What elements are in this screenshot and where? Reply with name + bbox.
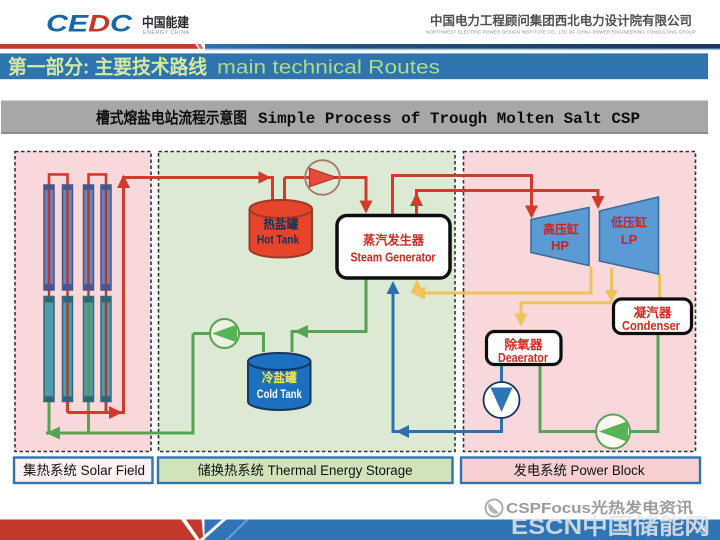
svg-text:LP: LP	[621, 232, 638, 247]
svg-text:热盐罐: 热盐罐	[263, 217, 298, 232]
svg-text:3: 3	[700, 524, 706, 536]
svg-text:CSPFocus光热发电资讯: CSPFocus光热发电资讯	[506, 499, 694, 517]
svg-text:Steam Generator: Steam Generator	[351, 251, 436, 265]
svg-text:Deaerator: Deaerator	[498, 351, 548, 365]
svg-text:HP: HP	[551, 238, 569, 253]
svg-text:Condenser: Condenser	[622, 319, 680, 333]
svg-text:集热系统 Solar Field: 集热系统 Solar Field	[23, 463, 145, 478]
svg-text:ESCN中国储能网: ESCN中国储能网	[511, 514, 710, 539]
svg-text:Cold Tank: Cold Tank	[257, 389, 302, 401]
svg-text:中国电力工程顾问集团西北电力设计院有限公司: 中国电力工程顾问集团西北电力设计院有限公司	[430, 13, 692, 28]
svg-text:Hot Tank: Hot Tank	[257, 235, 300, 247]
svg-text:低压缸: 低压缸	[610, 215, 647, 230]
svg-text:Simple Process of Trough Molte: Simple Process of Trough Molten Salt CSP	[258, 110, 640, 128]
svg-text:冷盐罐: 冷盐罐	[262, 370, 297, 385]
svg-text:蒸汽发生器: 蒸汽发生器	[363, 233, 424, 248]
svg-text:槽式熔盐电站流程示意图: 槽式熔盐电站流程示意图	[96, 108, 247, 127]
svg-text:发电系统 Power Block: 发电系统 Power Block	[514, 463, 645, 478]
svg-text:main technical Routes: main technical Routes	[217, 58, 440, 79]
svg-text:高压缸: 高压缸	[543, 222, 579, 237]
svg-text:中国能建: 中国能建	[142, 15, 189, 30]
svg-text:除氧器: 除氧器	[505, 337, 543, 352]
svg-text:储换热系统 Thermal Energy Storage: 储换热系统 Thermal Energy Storage	[198, 463, 413, 478]
svg-text:ENERGY CHINA: ENERGY CHINA	[143, 30, 190, 36]
svg-text:NORTHWEST ELECTRIC POWER DESI: NORTHWEST ELECTRIC POWER DESIGN INSTITUT…	[426, 30, 696, 35]
svg-text:凝汽器: 凝汽器	[634, 305, 672, 320]
svg-text:第一部分: 主要技术路线: 第一部分: 主要技术路线	[8, 56, 207, 79]
